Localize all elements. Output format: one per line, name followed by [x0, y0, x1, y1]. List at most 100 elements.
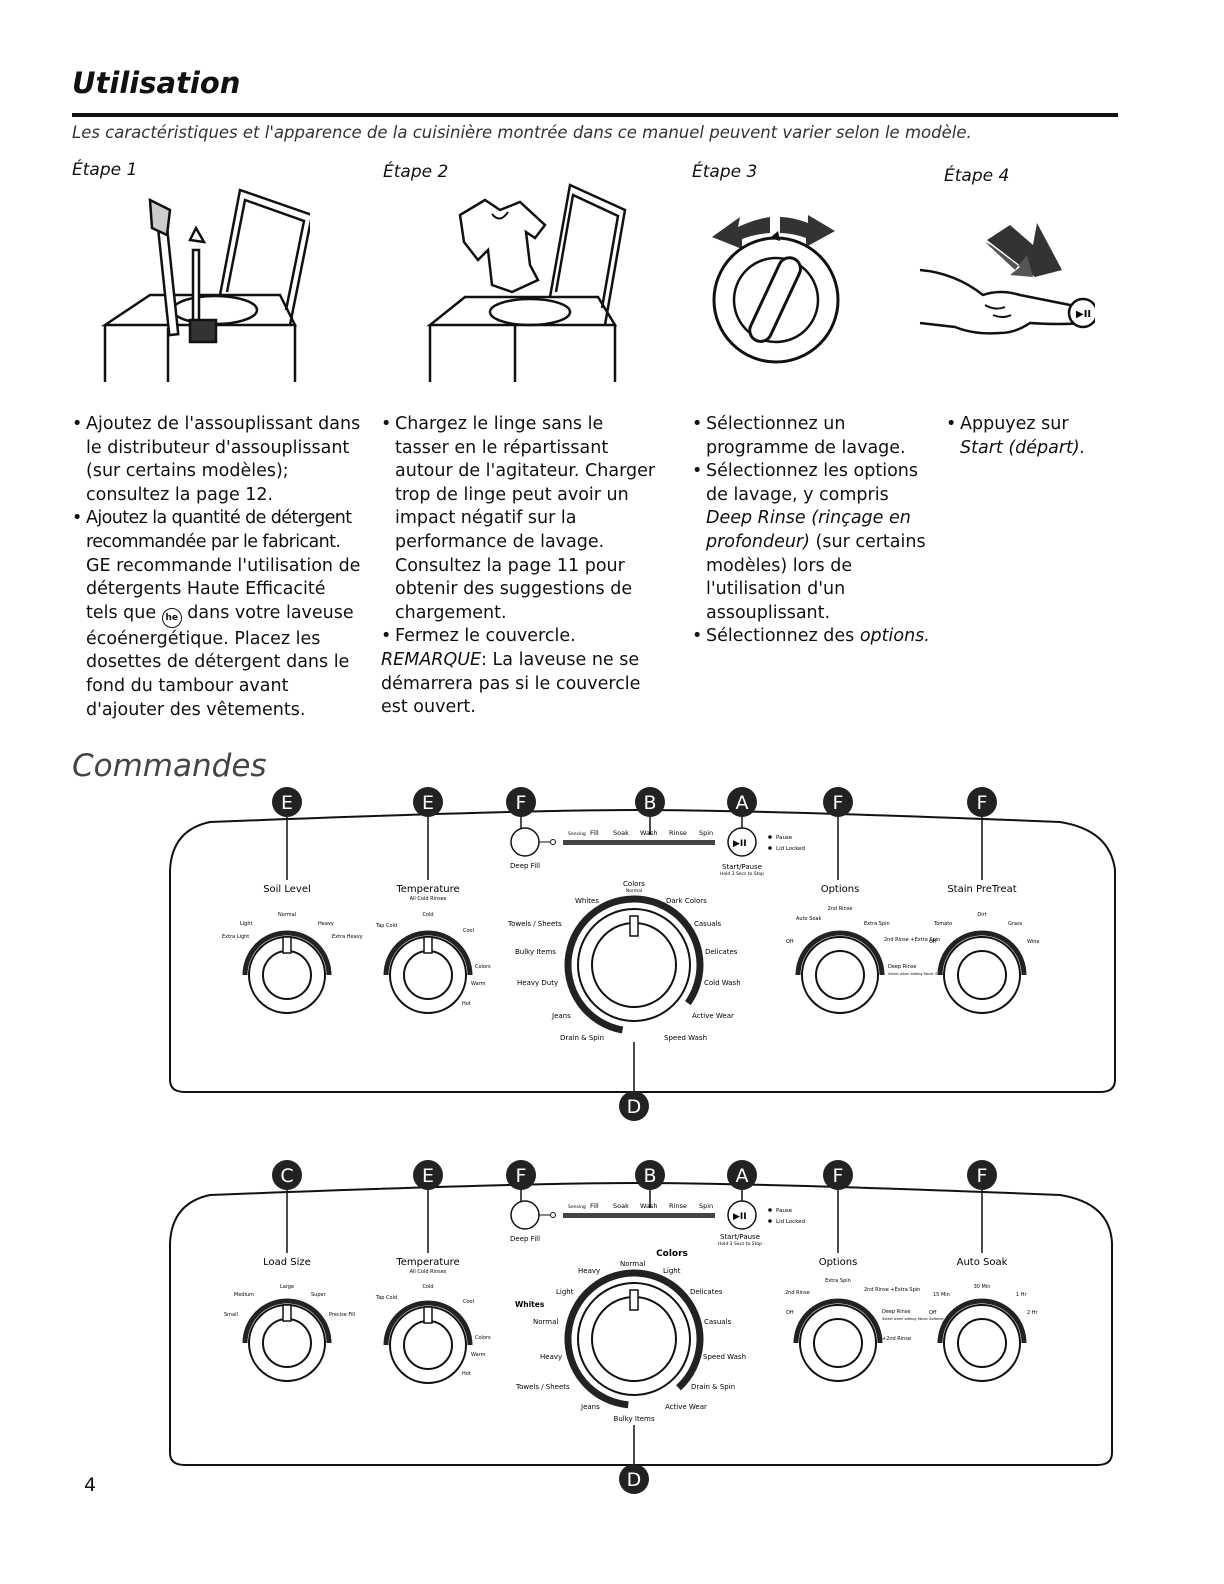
svg-text:F: F — [833, 1165, 844, 1187]
svg-text:Small: Small — [224, 1312, 238, 1318]
svg-text:2nd Rinse +Extra Spin: 2nd Rinse +Extra Spin — [864, 1287, 920, 1293]
svg-text:Warm: Warm — [471, 1352, 486, 1358]
marker-F: F — [967, 787, 997, 817]
page-subtitle: Les caractéristiques et l'apparence de l… — [72, 123, 972, 142]
svg-text:Colors: Colors — [623, 880, 645, 888]
svg-text:Extra Light: Extra Light — [222, 934, 249, 940]
svg-text:Towels / Sheets: Towels / Sheets — [515, 1383, 570, 1391]
svg-text:Off: Off — [929, 939, 937, 945]
status-light-bar — [563, 840, 715, 845]
svg-text:15 Min: 15 Min — [933, 1292, 950, 1298]
step-4-instructions: Appuyez sur Start (départ). — [946, 413, 1116, 460]
options-knob[interactable]: Options 2nd Rinse Auto Soak Extra Spin O… — [786, 884, 951, 1014]
svg-text:Dark Colors: Dark Colors — [666, 897, 707, 905]
svg-text:Spin: Spin — [699, 1202, 713, 1210]
svg-text:Heavy: Heavy — [318, 921, 334, 927]
svg-text:Cool: Cool — [463, 928, 474, 934]
svg-text:Bulky Items: Bulky Items — [515, 948, 556, 956]
svg-text:Speed Wash: Speed Wash — [664, 1034, 707, 1042]
status-labels: Sensing Fill Soak Wash Rinse Spin — [568, 1202, 713, 1210]
options-knob[interactable]: Options Extra Spin 2nd Rinse 2nd Rinse +… — [785, 1257, 945, 1382]
svg-text:Off: Off — [786, 1310, 794, 1316]
deep-fill-button[interactable] — [510, 1200, 540, 1230]
marker-F: F — [967, 1160, 997, 1190]
svg-text:Options: Options — [819, 1257, 858, 1268]
cycle-selector-knob[interactable]: Colors Normal Heavy Light Light Delicate… — [515, 1249, 746, 1423]
svg-text:Auto Soak: Auto Soak — [957, 1257, 1008, 1268]
svg-text:Extra Spin: Extra Spin — [825, 1278, 851, 1284]
step-2-instructions: Chargez le linge sans le tasser en le ré… — [381, 413, 661, 720]
step-3-bullet-3: Sélectionnez des options. — [692, 625, 932, 649]
svg-text:Auto Soak: Auto Soak — [796, 916, 821, 922]
auto-soak-knob[interactable]: Auto Soak 30 Min 15 Min 1 Hr Off 2 Hr — [929, 1257, 1039, 1382]
step-3-label: Étape 3 — [692, 162, 758, 182]
svg-text:1 Hr: 1 Hr — [1016, 1292, 1028, 1298]
load-size-knob[interactable]: Load Size Large Medium Super Small Preci… — [224, 1257, 355, 1382]
svg-text:30 Min: 30 Min — [974, 1284, 991, 1290]
svg-text:Normal: Normal — [626, 888, 642, 894]
marker-C: C — [272, 1160, 302, 1190]
svg-text:Drain & Spin: Drain & Spin — [560, 1034, 604, 1042]
svg-text:Light: Light — [240, 921, 253, 927]
svg-text:Extra Spin: Extra Spin — [864, 921, 890, 927]
svg-text:Pause: Pause — [776, 835, 793, 841]
svg-text:Soak: Soak — [613, 1202, 629, 1210]
step-3-instructions: Sélectionnez un programme de lavage. Sél… — [692, 413, 932, 649]
svg-text:Precise Fill: Precise Fill — [329, 1312, 355, 1318]
svg-text:Rinse: Rinse — [669, 1202, 687, 1210]
svg-text:Select when adding Fabric Soft: Select when adding Fabric Softener — [882, 1317, 945, 1321]
svg-text:Normal: Normal — [278, 912, 296, 918]
deep-fill-label: Deep Fill — [510, 1235, 540, 1243]
step-1-label: Étape 1 — [72, 160, 138, 180]
control-panel-2: C E F B A F F D Deep Fill Sensing Fill S… — [169, 1160, 1113, 1494]
svg-text:Deep Rinse: Deep Rinse — [882, 1309, 910, 1315]
svg-text:Off: Off — [786, 939, 794, 945]
deep-fill-button[interactable] — [510, 827, 540, 857]
svg-text:Lid Locked: Lid Locked — [776, 846, 805, 852]
svg-text:F: F — [977, 1165, 988, 1187]
svg-text:Speed Wash: Speed Wash — [703, 1353, 746, 1361]
svg-text:Medium: Medium — [234, 1292, 254, 1298]
svg-text:Cold: Cold — [422, 1284, 433, 1290]
temperature-knob[interactable]: Temperature All Cold Rinses Cold Tap Col… — [375, 1257, 491, 1384]
marker-E: E — [413, 787, 443, 817]
svg-text:Stain PreTreat: Stain PreTreat — [947, 884, 1016, 895]
stain-pretreat-knob[interactable]: Stain PreTreat Dirt Tomato Grass Off Win… — [929, 884, 1039, 1014]
panel-1-markers: E E F B A F F D — [272, 787, 997, 1121]
svg-text:Hot: Hot — [462, 1371, 471, 1377]
start-pause-button[interactable] — [727, 827, 757, 857]
svg-text:Towels / Sheets: Towels / Sheets — [507, 920, 562, 928]
play-pause-icon: ▶II — [733, 1212, 747, 1222]
svg-text:D: D — [627, 1096, 642, 1118]
svg-text:Hold 3 Secs to Stop: Hold 3 Secs to Stop — [720, 871, 764, 877]
svg-text:Colors: Colors — [475, 964, 491, 970]
svg-text:B: B — [643, 792, 656, 814]
svg-text:Normal: Normal — [533, 1318, 558, 1326]
svg-text:Temperature: Temperature — [395, 1257, 459, 1268]
step-4-label: Étape 4 — [944, 166, 1010, 186]
step-1-bullet-2: Ajoutez la quantité de détergent recomma… — [72, 507, 362, 722]
svg-text:Cold Wash: Cold Wash — [704, 979, 741, 987]
svg-text:Options: Options — [821, 884, 860, 895]
svg-text:Cool: Cool — [463, 1299, 474, 1305]
svg-text:Sensing: Sensing — [568, 1204, 586, 1210]
svg-text:Warm: Warm — [471, 981, 486, 987]
marker-D: D — [619, 1464, 649, 1494]
start-pause-label: Start/Pause — [720, 1233, 760, 1241]
svg-text:Tomato: Tomato — [933, 921, 952, 927]
step-4-illustration: ▶II — [919, 223, 1095, 335]
step-2-bullet-1: Chargez le linge sans le tasser en le ré… — [381, 413, 661, 625]
svg-text:Cold: Cold — [422, 912, 433, 918]
svg-text:Hold 3 Secs to Stop: Hold 3 Secs to Stop — [718, 1241, 762, 1247]
svg-text:Jeans: Jeans — [551, 1012, 571, 1020]
svg-text:Hot: Hot — [462, 1001, 471, 1007]
marker-E: E — [272, 787, 302, 817]
temperature-knob[interactable]: Temperature All Cold Rinses Cold Tap Col… — [375, 884, 491, 1014]
svg-text:Whites: Whites — [575, 897, 599, 905]
start-pause-button[interactable] — [727, 1200, 757, 1230]
svg-text:F: F — [516, 792, 527, 814]
svg-text:F: F — [977, 792, 988, 814]
soil-level-knob[interactable]: Soil Level Normal Light Heavy Extra Ligh… — [222, 884, 363, 1014]
svg-text:Delicates: Delicates — [690, 1288, 723, 1296]
marker-A: A — [727, 787, 757, 817]
